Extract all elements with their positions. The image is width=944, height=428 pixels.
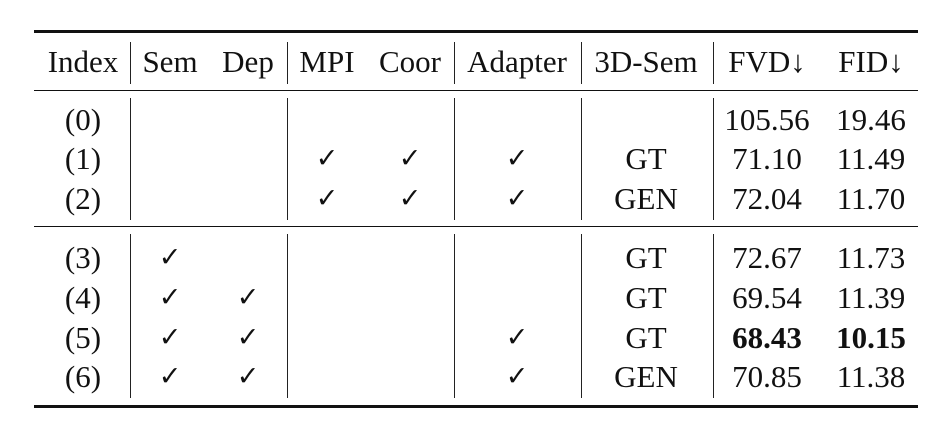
column-separator bbox=[287, 98, 289, 220]
fid-cell: 11.73 bbox=[836, 240, 906, 275]
fvd-cell: 68.43 bbox=[732, 320, 802, 355]
column-separator bbox=[713, 42, 715, 84]
adapter-check-cell: ✓ bbox=[505, 143, 529, 174]
column-separator bbox=[713, 234, 715, 398]
fvd-cell: 105.56 bbox=[724, 102, 810, 137]
fid-cell: 11.49 bbox=[836, 141, 906, 176]
column-separator bbox=[713, 98, 715, 220]
column-separator bbox=[454, 42, 456, 84]
index-cell: (4) bbox=[64, 280, 102, 315]
top-rule bbox=[34, 30, 918, 33]
column-separator bbox=[130, 98, 132, 220]
header-3d-sem: 3D-Sem bbox=[594, 44, 698, 79]
index-cell: (3) bbox=[64, 240, 102, 275]
index-cell: (6) bbox=[64, 359, 102, 394]
3d-sem-cell: GT bbox=[625, 320, 667, 355]
header-mpi: MPI bbox=[299, 44, 355, 79]
3d-sem-cell: GEN bbox=[614, 359, 678, 394]
fid-cell: 19.46 bbox=[836, 102, 906, 137]
bottom-rule bbox=[34, 405, 918, 408]
index-cell: (1) bbox=[64, 141, 102, 176]
fid-cell: 11.39 bbox=[836, 280, 906, 315]
header-index: Index bbox=[47, 44, 119, 79]
coor-check-cell: ✓ bbox=[398, 183, 422, 214]
dep-check-cell: ✓ bbox=[236, 361, 260, 392]
header-fvd: FVD↓ bbox=[728, 44, 806, 79]
group-rule bbox=[34, 226, 918, 228]
fvd-cell: 72.04 bbox=[732, 181, 802, 216]
column-separator bbox=[130, 42, 132, 84]
column-separator bbox=[581, 98, 583, 220]
fvd-cell: 72.67 bbox=[732, 240, 802, 275]
header-coor: Coor bbox=[379, 44, 441, 79]
header-adapter: Adapter bbox=[467, 44, 567, 79]
adapter-check-cell: ✓ bbox=[505, 361, 529, 392]
sem-check-cell: ✓ bbox=[158, 242, 182, 273]
mpi-check-cell: ✓ bbox=[315, 183, 339, 214]
index-cell: (5) bbox=[64, 320, 102, 355]
fid-cell: 11.38 bbox=[836, 359, 906, 394]
fvd-cell: 69.54 bbox=[732, 280, 802, 315]
3d-sem-cell: GT bbox=[625, 280, 667, 315]
column-separator bbox=[581, 234, 583, 398]
3d-sem-cell: GT bbox=[625, 240, 667, 275]
sem-check-cell: ✓ bbox=[158, 322, 182, 353]
column-separator bbox=[287, 42, 289, 84]
3d-sem-cell: GT bbox=[625, 141, 667, 176]
3d-sem-cell: GEN bbox=[614, 181, 678, 216]
index-cell: (0) bbox=[64, 102, 102, 137]
column-separator bbox=[130, 234, 132, 398]
fid-cell: 10.15 bbox=[836, 320, 906, 355]
fid-cell: 11.70 bbox=[836, 181, 906, 216]
dep-check-cell: ✓ bbox=[236, 322, 260, 353]
column-separator bbox=[287, 234, 289, 398]
sem-check-cell: ✓ bbox=[158, 361, 182, 392]
header-fid: FID↓ bbox=[838, 44, 904, 79]
header-dep: Dep bbox=[222, 44, 274, 79]
sem-check-cell: ✓ bbox=[158, 282, 182, 313]
dep-check-cell: ✓ bbox=[236, 282, 260, 313]
adapter-check-cell: ✓ bbox=[505, 183, 529, 214]
column-separator bbox=[454, 234, 456, 398]
fvd-cell: 70.85 bbox=[732, 359, 802, 394]
column-separator bbox=[581, 42, 583, 84]
index-cell: (2) bbox=[64, 181, 102, 216]
column-separator bbox=[454, 98, 456, 220]
header-sem: Sem bbox=[142, 44, 198, 79]
header-rule bbox=[34, 90, 918, 92]
coor-check-cell: ✓ bbox=[398, 143, 422, 174]
fvd-cell: 71.10 bbox=[732, 141, 802, 176]
adapter-check-cell: ✓ bbox=[505, 322, 529, 353]
mpi-check-cell: ✓ bbox=[315, 143, 339, 174]
